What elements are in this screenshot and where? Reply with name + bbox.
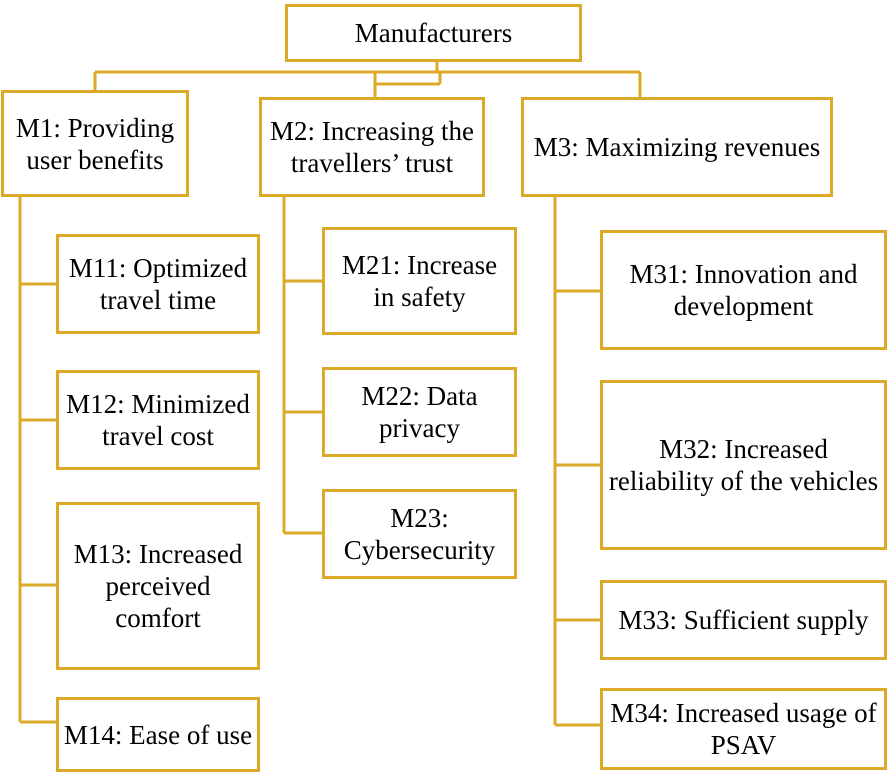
node-box-m13: M13: Increased perceived comfort: [56, 502, 260, 670]
node-label-m32: M32: Increased reliability of the vehicl…: [608, 434, 879, 496]
root-label: Manufacturers: [354, 18, 513, 48]
node-label-m23: M23: Cybersecurity: [343, 503, 496, 565]
node-label-m11: M11: Optimized travel time: [68, 253, 248, 315]
group-label-m2: M2: Increasing the travellers’ trust: [270, 116, 474, 178]
node-label-m31: M31: Innovation and development: [629, 259, 858, 321]
group-label-m3: M3: Maximizing revenues: [533, 132, 821, 162]
node-box-m22: M22: Data privacy: [322, 367, 517, 457]
node-box-m34: M34: Increased usage of PSAV: [600, 688, 887, 770]
node-label-m33: M33: Sufficient supply: [618, 605, 869, 635]
node-box-m14: M14: Ease of use: [56, 697, 260, 772]
node-label-m34: M34: Increased usage of PSAV: [610, 698, 877, 760]
node-box-m12: M12: Minimized travel cost: [56, 370, 260, 470]
node-label-m14: M14: Ease of use: [63, 719, 253, 750]
node-label-m13: M13: Increased perceived comfort: [73, 539, 243, 633]
node-box-m21: M21: Increase in safety: [322, 227, 517, 335]
connector-lines: [18, 62, 642, 727]
node-box-m31: M31: Innovation and development: [600, 230, 887, 350]
root-box-manufacturers: Manufacturers: [285, 4, 582, 62]
node-label-m12: M12: Minimized travel cost: [66, 389, 250, 451]
node-box-m11: M11: Optimized travel time: [56, 234, 260, 334]
node-label-m22: M22: Data privacy: [361, 381, 478, 443]
group-box-m2: M2: Increasing the travellers’ trust: [259, 97, 485, 197]
node-label-m21: M21: Increase in safety: [341, 250, 498, 312]
node-box-m23: M23: Cybersecurity: [322, 489, 517, 579]
group-box-m1: M1: Providing user benefits: [1, 90, 189, 197]
group-label-m1: M1: Providing user benefits: [15, 112, 175, 175]
group-box-m3: M3: Maximizing revenues: [521, 97, 833, 197]
node-box-m33: M33: Sufficient supply: [600, 580, 887, 660]
node-box-m32: M32: Increased reliability of the vehicl…: [600, 380, 887, 550]
